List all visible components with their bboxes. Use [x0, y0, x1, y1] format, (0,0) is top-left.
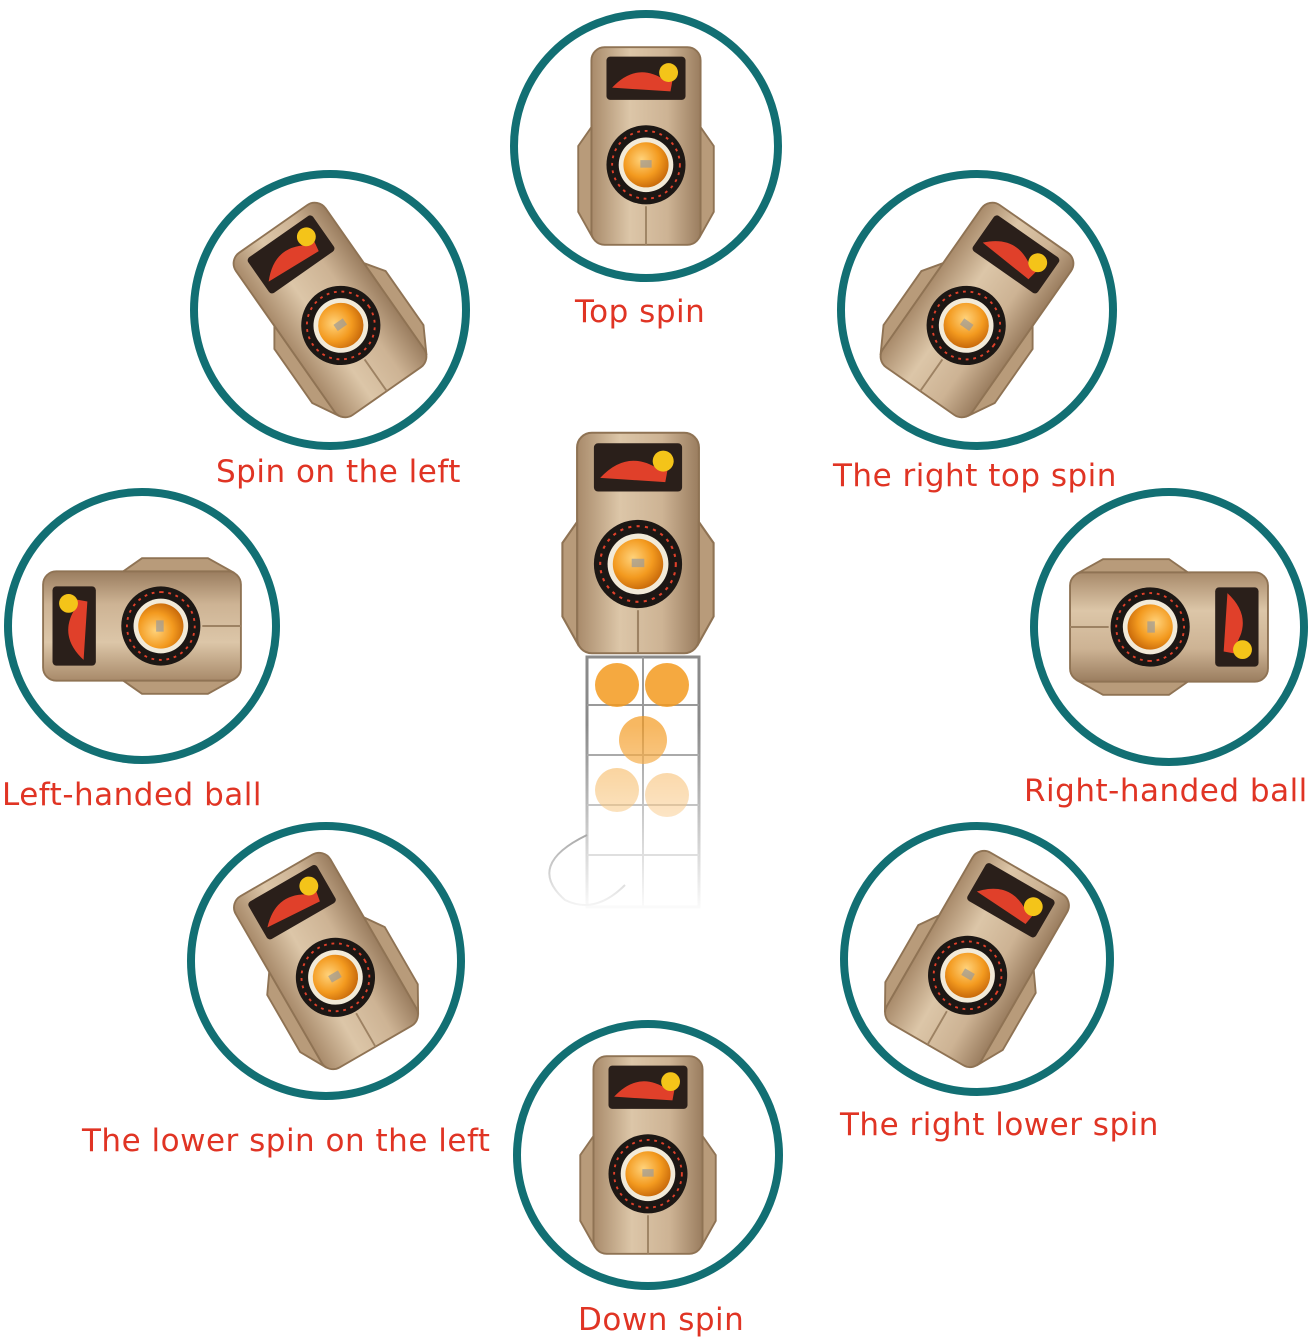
position-ring-down [513, 1020, 783, 1290]
position-ring-left-lower [187, 822, 465, 1100]
position-ring-top [510, 10, 782, 282]
position-ring-right [1030, 488, 1308, 766]
position-ring-right-top [837, 170, 1117, 450]
position-ring-right-lower [840, 822, 1114, 1096]
label-left-lower: The lower spin on the left [82, 1123, 491, 1159]
label-right-lower: The right lower spin [840, 1107, 1159, 1143]
robot-machine-illustration [535, 431, 745, 915]
label-top: Top spin [575, 294, 706, 330]
label-right-top: The right top spin [833, 458, 1117, 494]
label-left: Left-handed ball [2, 777, 262, 813]
label-down: Down spin [578, 1302, 745, 1338]
position-ring-left-top [190, 170, 470, 450]
label-right: Right-handed ball [1024, 773, 1308, 809]
position-ring-left [4, 488, 280, 764]
label-left-top: Spin on the left [216, 454, 461, 490]
